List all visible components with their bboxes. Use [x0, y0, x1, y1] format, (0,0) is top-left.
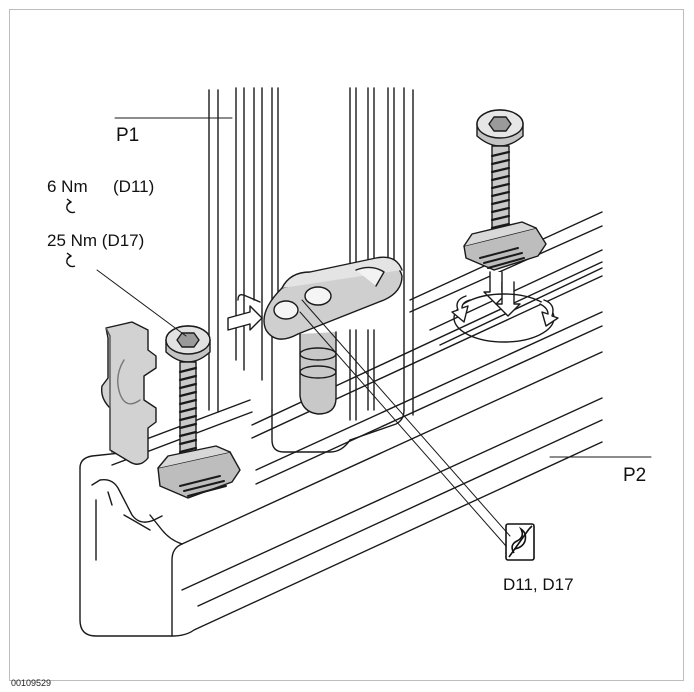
rotate-clockwise-arrow-icon [66, 198, 76, 214]
rotate-clockwise-arrow-icon [66, 252, 76, 268]
connector [227, 256, 403, 415]
label-p1: P1 [116, 125, 140, 146]
right-screw [451, 109, 559, 343]
leader-lines [96, 117, 652, 547]
figure-id: 00109529 [11, 678, 52, 688]
horizontal-profile-p2 [79, 211, 603, 637]
torque-large-label: 25 Nm (D17) [47, 231, 145, 250]
tool-sizes-label: D11, D17 [503, 575, 574, 594]
left-screw [157, 325, 241, 499]
torque-small-label: 6 Nm [47, 177, 88, 196]
label-p2: P2 [623, 465, 647, 486]
drill-bit-icon [505, 523, 535, 561]
cover-strip [100, 321, 157, 465]
vertical-profile-p1 [208, 87, 414, 453]
torque-small-size-label: (D11) [113, 177, 155, 196]
figure-frame [9, 9, 684, 681]
